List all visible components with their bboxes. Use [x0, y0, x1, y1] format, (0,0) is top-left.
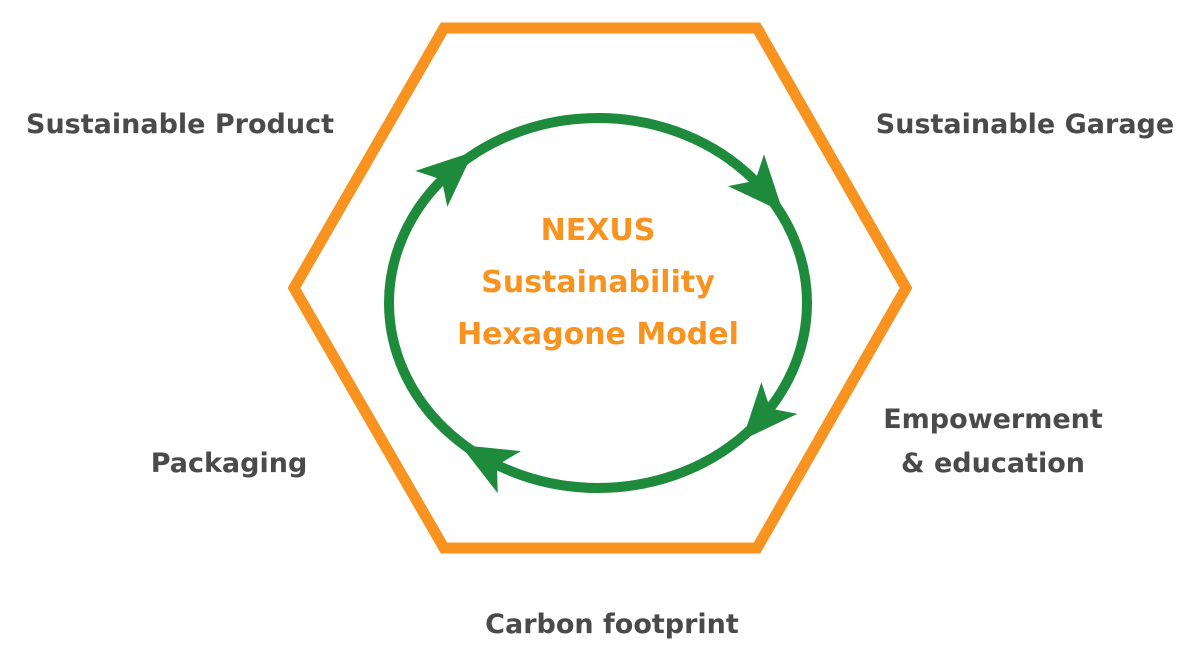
center-title-line-2: Sustainability [481, 265, 715, 300]
cycle-arrow-head-top-left [415, 151, 474, 207]
center-title-line-3: Hexagone Model [457, 317, 739, 352]
label-sustainable-garage: Sustainable Garage [876, 109, 1174, 140]
center-title-line-1: NEXUS [541, 213, 656, 248]
hexagon-outline [287, 22, 913, 554]
cycle-arrow-head-top-right [728, 154, 784, 213]
cycle-ring [384, 113, 812, 493]
cycle-arrow-head-bottom-right [742, 382, 798, 440]
cycle-arrow-head-bottom-left [460, 445, 521, 494]
label-sustainable-product: Sustainable Product [26, 109, 334, 140]
label-education: & education [901, 448, 1085, 479]
circular-arrows-icon [384, 113, 812, 494]
label-carbon-footprint: Carbon footprint [485, 609, 739, 640]
label-empowerment: Empowerment [883, 404, 1103, 435]
label-packaging: Packaging [151, 448, 308, 479]
